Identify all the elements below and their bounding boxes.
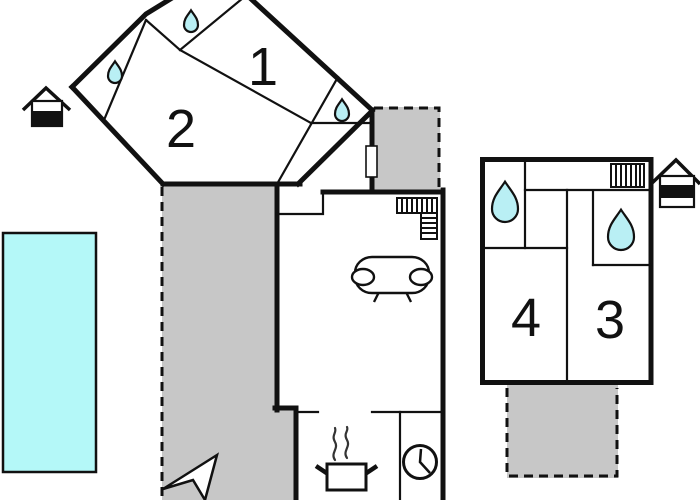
living-room-step-wall bbox=[275, 190, 325, 216]
main-left-step-wall bbox=[272, 405, 299, 500]
water-drop-icon bbox=[490, 179, 520, 224]
terrace-top-right bbox=[372, 107, 440, 191]
house-floor-marker bbox=[660, 185, 694, 198]
wing-bath-divider bbox=[144, 18, 182, 52]
house-upper-floor-icon bbox=[649, 157, 700, 209]
water-drop-icon bbox=[106, 59, 124, 85]
walls-thin bbox=[102, 0, 652, 500]
wing-wall-sw bbox=[68, 83, 167, 188]
stairs-icon bbox=[396, 197, 438, 240]
room-label-2: 2 bbox=[166, 99, 196, 159]
water-drop-icon bbox=[333, 97, 351, 123]
north-arrow-icon bbox=[162, 452, 220, 500]
room-label-1: 1 bbox=[248, 37, 278, 97]
sofa-armrest bbox=[408, 267, 434, 287]
door-icon bbox=[365, 145, 378, 178]
terrace-dashed-edges bbox=[160, 106, 619, 500]
room-label-4: 4 bbox=[511, 288, 541, 348]
sofa-armrest bbox=[350, 267, 376, 287]
water-drop-icon bbox=[606, 207, 636, 252]
room-label-3: 3 bbox=[595, 290, 625, 350]
terrace-annex-dashed-edge bbox=[505, 388, 619, 478]
sofa-icon bbox=[350, 255, 434, 303]
walls-thick bbox=[68, 0, 654, 500]
wing-bath2-wall bbox=[178, 0, 243, 52]
swimming-pool bbox=[1, 231, 98, 474]
house-ground-floor-icon bbox=[21, 85, 72, 128]
clock-icon bbox=[402, 444, 438, 480]
cooking-pot-icon bbox=[314, 462, 379, 492]
terrace-left bbox=[162, 184, 296, 500]
terrace-annex bbox=[507, 385, 618, 478]
room2-hall-diagonal bbox=[275, 75, 340, 186]
stairs-icon bbox=[610, 163, 645, 188]
terrace-top-right-dashed-edge bbox=[374, 106, 441, 189]
water-drop-icon bbox=[182, 8, 200, 34]
steam-icon bbox=[332, 425, 350, 462]
wing-bath-strip-wall bbox=[102, 18, 148, 122]
wing-wall-ne bbox=[248, 0, 376, 114]
terraces bbox=[162, 107, 618, 500]
clock-hands bbox=[418, 448, 431, 474]
room1-room2-divider bbox=[178, 48, 313, 125]
water-drops bbox=[106, 8, 636, 252]
wing-wall-nw bbox=[68, 0, 174, 91]
house-floor-marker bbox=[32, 111, 62, 126]
